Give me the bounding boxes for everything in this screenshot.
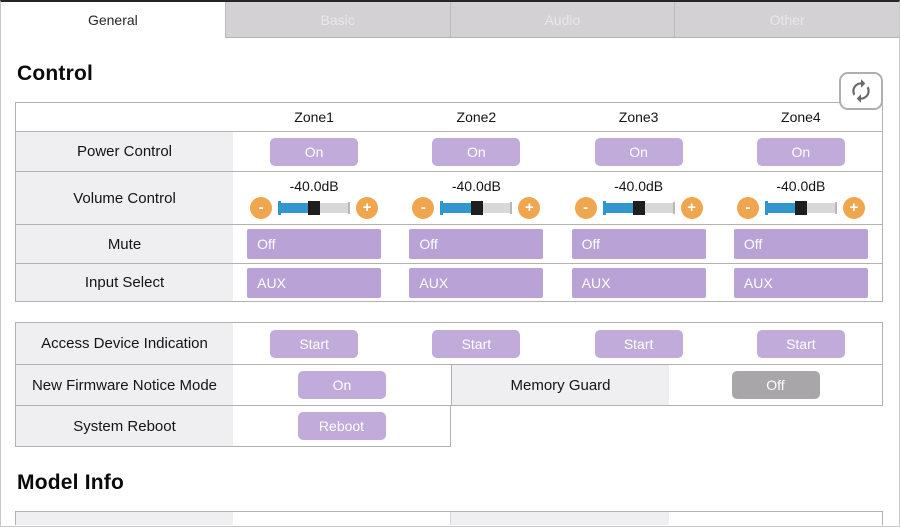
volume-zone1-plus-button[interactable]: + [356,196,379,219]
input-zone4-select[interactable]: AUX [733,267,868,298]
volume-zone3-cell: -40.0dB - + [558,172,720,224]
volume-control-label: Volume Control [16,172,233,224]
volume-zone4-plus-button[interactable]: + [842,196,865,219]
volume-zone4-value: -40.0dB [776,177,826,194]
volume-zone4-minus-button[interactable]: - [736,196,759,219]
tab-audio[interactable]: Audio [449,2,675,38]
zone1-header: Zone1 [294,109,334,125]
header-empty-cell [16,103,233,131]
power-zone2-on-button[interactable]: On [432,137,521,166]
access-zone2-start-button[interactable]: Start [432,329,521,358]
power-control-row: Power Control On On On On [16,131,882,171]
access-zone3-start-button[interactable]: Start [594,329,683,358]
tab-other[interactable]: Other [674,2,899,38]
volume-zone1-minus-button[interactable]: - [250,196,273,219]
access-device-row: Access Device Indication Start Start Sta… [15,322,883,365]
mute-zone3-select[interactable]: Off [571,229,706,259]
control-section-title: Control [17,62,94,85]
volume-zone2-slider-handle[interactable] [470,200,483,215]
system-reboot-button[interactable]: Reboot [297,412,386,440]
mute-row: Mute Off Off Off Off [16,224,882,263]
input-zone2-select[interactable]: AUX [409,267,544,298]
volume-zone4-slider-handle[interactable] [795,200,808,215]
main-content: Control Zone1 Zone2 Zone3 Zone4 Power Co… [1,60,899,525]
firmware-notice-on-button[interactable]: On [298,371,386,399]
slider-right-tick [348,201,351,214]
power-zone1-on-button[interactable]: On [270,137,359,166]
misc-table: Access Device Indication Start Start Sta… [15,322,883,447]
volume-zone3-slider[interactable] [602,200,675,215]
volume-zone3-value: -40.0dB [614,177,664,194]
volume-zone4-cell: -40.0dB - + [720,172,882,224]
control-table: Zone1 Zone2 Zone3 Zone4 Power Control On… [15,102,883,302]
tab-basic[interactable]: Basic [224,2,450,38]
volume-zone2-minus-button[interactable]: - [412,196,435,219]
input-select-label: Input Select [16,264,233,301]
mute-zone4-select[interactable]: Off [733,229,868,259]
volume-zone1-value: -40.0dB [289,177,339,194]
volume-zone1-slider-handle[interactable] [308,200,321,215]
slider-left-tick [278,200,282,215]
volume-zone3-slider-handle[interactable] [632,200,645,215]
slider-fill [278,202,309,213]
slider-right-tick [672,201,675,214]
volume-zone4-slider[interactable] [764,200,837,215]
tab-general[interactable]: General [1,2,225,38]
mute-zone2-select[interactable]: Off [409,229,544,259]
memory-guard-label: Memory Guard [451,365,669,405]
mute-zone1-select[interactable]: Off [247,229,382,259]
model-info-table [15,511,883,525]
slider-fill [764,202,796,213]
power-control-label: Power Control [16,132,233,171]
model-info-value-cell [233,512,451,525]
model-info-label-cell [16,512,233,525]
power-zone4-on-button[interactable]: On [756,137,845,166]
model-info-section-title: Model Info [17,471,124,494]
slider-fill [440,202,471,213]
volume-zone1-slider[interactable] [278,200,351,215]
model-info-label-cell [451,512,669,525]
access-device-label: Access Device Indication [16,323,233,364]
power-zone3-on-button[interactable]: On [594,137,683,166]
volume-zone2-plus-button[interactable]: + [518,196,541,219]
volume-control-row: Volume Control -40.0dB - + [16,171,882,224]
slider-left-tick [602,200,606,215]
input-zone3-select[interactable]: AUX [571,267,706,298]
slider-fill [602,202,633,213]
slider-left-tick [764,200,768,215]
mute-label: Mute [16,225,233,263]
firmware-memory-guard-row: New Firmware Notice Mode On Memory Guard… [15,365,883,406]
zone-header-row: Zone1 Zone2 Zone3 Zone4 [16,103,882,131]
zone2-header: Zone2 [456,109,497,125]
input-zone1-select[interactable]: AUX [247,267,382,298]
slider-right-tick [834,201,837,214]
slider-right-tick [510,201,513,214]
refresh-button[interactable] [839,72,883,110]
volume-zone2-value: -40.0dB [451,177,501,194]
volume-zone1-cell: -40.0dB - + [233,172,395,224]
access-zone1-start-button[interactable]: Start [270,329,359,358]
volume-zone3-minus-button[interactable]: - [574,196,597,219]
system-reboot-label: System Reboot [16,406,233,446]
firmware-notice-label: New Firmware Notice Mode [16,365,233,405]
access-zone4-start-button[interactable]: Start [756,329,845,358]
tab-bar: General Basic Audio Other [1,2,899,38]
volume-zone2-slider[interactable] [440,200,513,215]
memory-guard-off-button[interactable]: Off [731,371,820,399]
zone3-header: Zone3 [618,109,659,125]
zone4-header: Zone4 [781,109,821,125]
refresh-icon [852,79,870,103]
input-select-row: Input Select AUX AUX AUX AUX [16,263,882,301]
model-info-value-cell [669,512,882,525]
slider-left-tick [440,200,444,215]
volume-zone3-plus-button[interactable]: + [680,196,703,219]
system-reboot-row: System Reboot Reboot [15,406,451,447]
volume-zone2-cell: -40.0dB - + [395,172,557,224]
